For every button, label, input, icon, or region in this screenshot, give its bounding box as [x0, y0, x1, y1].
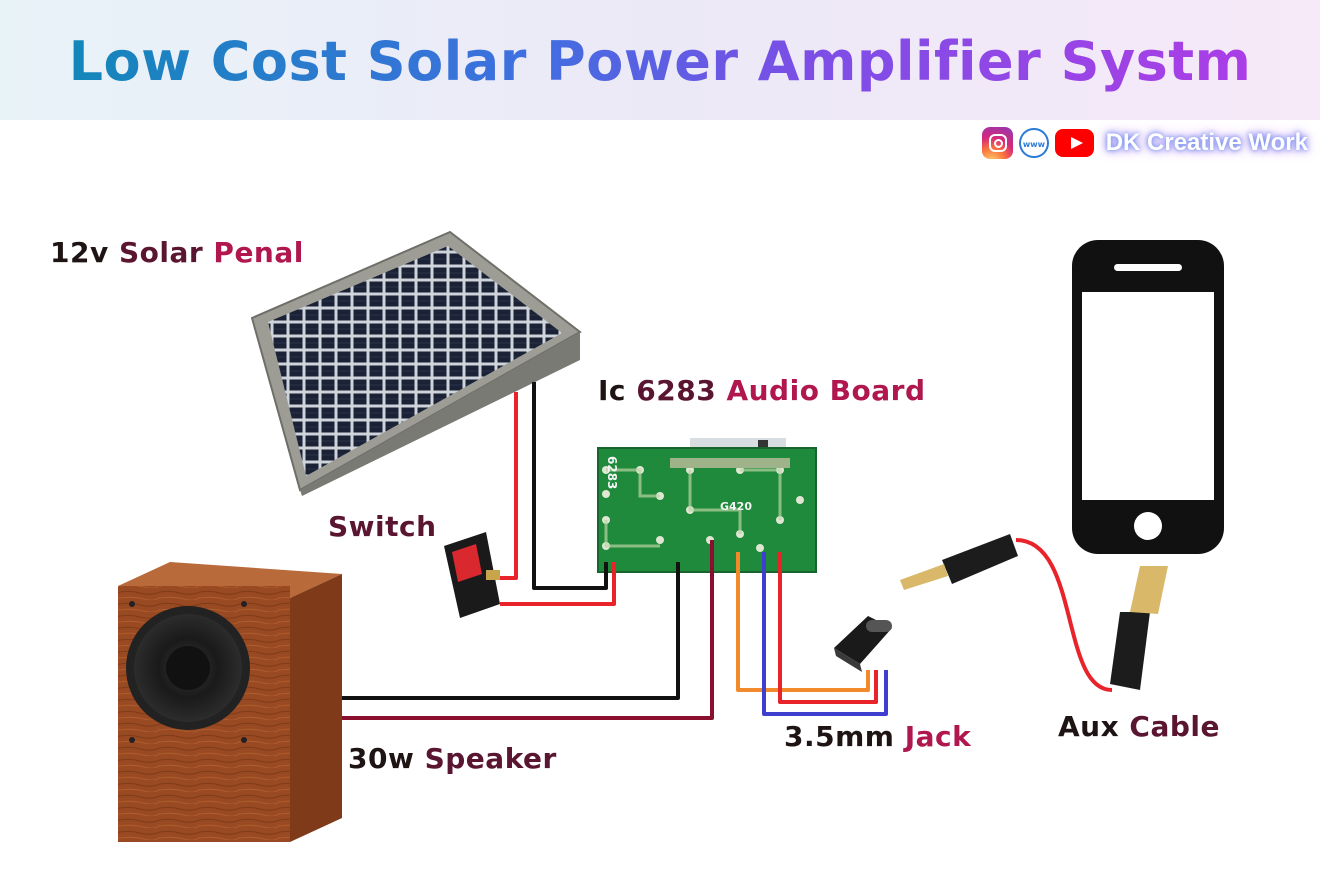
solar-panel [250, 230, 582, 496]
rocker-switch [444, 532, 500, 618]
website-globe-icon: www [1019, 128, 1049, 158]
aux-cable [900, 534, 1168, 692]
youtube-icon [1054, 129, 1094, 157]
label-jack: 3.5mm Jack [784, 720, 972, 753]
speaker [118, 562, 342, 842]
wire-speaker-darkred [342, 540, 714, 720]
wire-solar-red [500, 392, 518, 580]
title-banner [0, 0, 1320, 120]
label-switch: Switch [328, 510, 437, 543]
wire-jack-orange [736, 552, 870, 692]
board-side-marking: 6283 [605, 456, 619, 489]
page-title: Low Cost Solar Power Amplifier Systm [0, 30, 1320, 93]
audio-board: 6283 G420 [597, 438, 817, 573]
label-aux-cable: Aux Cable [1058, 710, 1220, 743]
wire-jack-blue [762, 552, 888, 716]
smartphone [1072, 240, 1224, 554]
wire-solar-black [532, 382, 608, 590]
wire-speaker-black [342, 562, 680, 700]
label-audio-board: Ic 6283 Audio Board [598, 374, 926, 407]
brand-name: DK Creative Work [1105, 129, 1308, 156]
label-speaker: 30w Speaker [348, 742, 557, 775]
wires [342, 382, 888, 720]
instagram-icon [982, 127, 1014, 159]
audio-jack-socket [834, 616, 892, 672]
label-solar-panel: 12v Solar Penal [50, 236, 304, 269]
wire-switch-red [500, 562, 616, 606]
brand-badge: www DK Creative Work [982, 122, 1308, 164]
board-chip-marking: G420 [720, 500, 752, 513]
wire-jack-red [778, 552, 878, 704]
